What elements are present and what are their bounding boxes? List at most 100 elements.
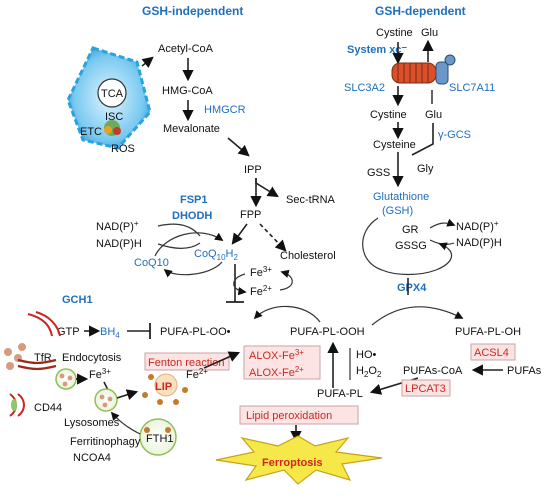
arrow-ooh-to-oh: [371, 306, 464, 326]
etc-label: ETC: [80, 126, 102, 138]
tca-circle: [97, 78, 127, 108]
nadp-plus-left: NAD(P)+: [96, 219, 139, 233]
system-xc-transporter: [391, 54, 456, 85]
acsl4: ACSL4: [474, 347, 509, 359]
fth1-iron: [165, 427, 171, 433]
acsl4-box: [470, 343, 516, 361]
mevalonate: Mevalonate: [163, 123, 220, 135]
lysosome-iron: [99, 394, 105, 400]
etc-orange-dot: [104, 126, 112, 134]
arrow-mevalonate-ipp: [227, 137, 250, 157]
lpcat3: LPCAT3: [405, 383, 446, 395]
ferritinophagy: Ferritinophagy: [70, 436, 141, 448]
arrow-coq10-reduction: [154, 232, 224, 257]
arc-gsh-cycle-bottom: [381, 269, 437, 276]
mitochondrion: TCA ISC ETC ROS: [66, 46, 152, 155]
sec-trna: Sec-tRNA: [286, 194, 336, 206]
acetyl-coa: Acetyl-CoA: [158, 43, 214, 55]
bh4: BH4: [100, 326, 120, 340]
ferroptosis: Ferroptosis: [262, 457, 323, 469]
arrow-fe-cycle-right: [279, 269, 293, 291]
gr: GR: [402, 224, 419, 236]
hmg-coa: HMG-CoA: [162, 85, 213, 97]
gch1-label: GCH1: [62, 294, 93, 306]
lysosome: [94, 388, 118, 412]
arrow-ipp-sectrna: [255, 178, 279, 198]
h2o2: H2O2: [356, 365, 382, 379]
coq10h2: CoQ10H2: [194, 248, 238, 262]
gamma-gcs: γ-GCS: [438, 129, 471, 141]
ncoa4: NCOA4: [73, 452, 111, 464]
dhodh-label: DHODH: [172, 210, 212, 222]
fenton-reaction: Fenton reaction: [148, 357, 224, 369]
arc-gr-nadph: [429, 239, 455, 246]
arrow-fth1-to-lysosome: [110, 411, 141, 435]
cd44-ligand: [11, 399, 17, 411]
endocytosis: Endocytosis: [62, 352, 122, 364]
iron-dot: [18, 343, 26, 351]
gpx4-label: GPX4: [397, 282, 427, 294]
arrow-fpp-cholesterol: [259, 223, 287, 252]
nadp-plus-right: NAD(P)+: [456, 219, 499, 233]
coq10: CoQ10: [134, 257, 169, 269]
fe2-lip: Fe2+: [186, 367, 208, 381]
gtp: GTP: [57, 326, 80, 338]
lysosome-iron: [102, 402, 108, 408]
arrow-mito-to-acetylcoa: [141, 56, 154, 68]
hmgcr-enzyme: HMGCR: [204, 104, 246, 116]
pufas: PUFAs: [507, 365, 542, 377]
pufa-pl-oo: PUFA-PL-OO•: [160, 326, 231, 338]
endosome-iron: [59, 373, 65, 379]
nadph-left: NAD(P)H: [96, 238, 142, 250]
arrow-fe-cycle-left: [233, 273, 247, 296]
arrow-fpp-coq10h2: [231, 223, 248, 245]
slc7a11: SLC7A11: [449, 82, 495, 94]
ferroptosis-burst: [215, 435, 383, 485]
glutathione: Glutathione: [373, 191, 429, 203]
cholesterol: Cholesterol: [280, 250, 336, 262]
lipid-peroxidation-box: [239, 405, 359, 425]
slc3a2: SLC3A2: [344, 82, 385, 94]
gsh: (GSH): [382, 205, 413, 217]
iron-dot: [4, 348, 12, 356]
lpcat3-box: [401, 379, 451, 397]
arc-nadp-cycle-top: [157, 223, 201, 237]
arc-gsh-cycle-right: [435, 242, 453, 271]
system-xc-title: System xc⁻: [347, 44, 407, 56]
gssg: GSSG: [395, 240, 427, 252]
gly: Gly: [417, 163, 434, 175]
gsh-independent-header: GSH-independent: [142, 4, 243, 18]
isc-label: ISC: [105, 111, 123, 123]
pufa-pl: PUFA-PL: [317, 388, 363, 400]
pufas-coa: PUFAs-CoA: [403, 365, 463, 377]
fe3-cycle: Fe3+: [250, 265, 272, 279]
glu-in: Glu: [425, 109, 442, 121]
cystine-out: Cystine: [376, 27, 413, 39]
tfr-receptor: [27, 313, 53, 337]
alox-fe3: ALOX-Fe3+: [249, 348, 304, 362]
arrow-coq10h2-oxidation: [163, 261, 223, 278]
lip-iron: [182, 387, 188, 393]
ros-label: ROS: [111, 143, 135, 155]
iron-dot: [6, 362, 14, 370]
cystine-in: Cystine: [370, 109, 407, 121]
fe3-uptake: Fe3+: [89, 367, 111, 381]
cd44-receptor-2: [17, 393, 25, 417]
glu-out: Glu: [421, 27, 438, 39]
endosome-iron: [67, 375, 73, 381]
lip-iron: [157, 399, 163, 405]
lip-iron: [173, 399, 179, 405]
lip-iron: [148, 374, 154, 380]
arc-gsh-cycle-left: [362, 217, 383, 271]
fsp1-label: FSP1: [180, 194, 208, 206]
tfr-membrane-2: [17, 364, 57, 371]
arrow-gr-nadp: [429, 218, 456, 229]
nadph-right: NAD(P)H: [456, 237, 502, 249]
pufa-pl-oh: PUFA-PL-OH: [455, 326, 521, 338]
alox-fe2: ALOX-Fe2+: [249, 365, 304, 379]
hydroxyl-radical: HO•: [356, 349, 377, 361]
lip: LIP: [155, 381, 172, 393]
tca-label: TCA: [101, 88, 124, 100]
